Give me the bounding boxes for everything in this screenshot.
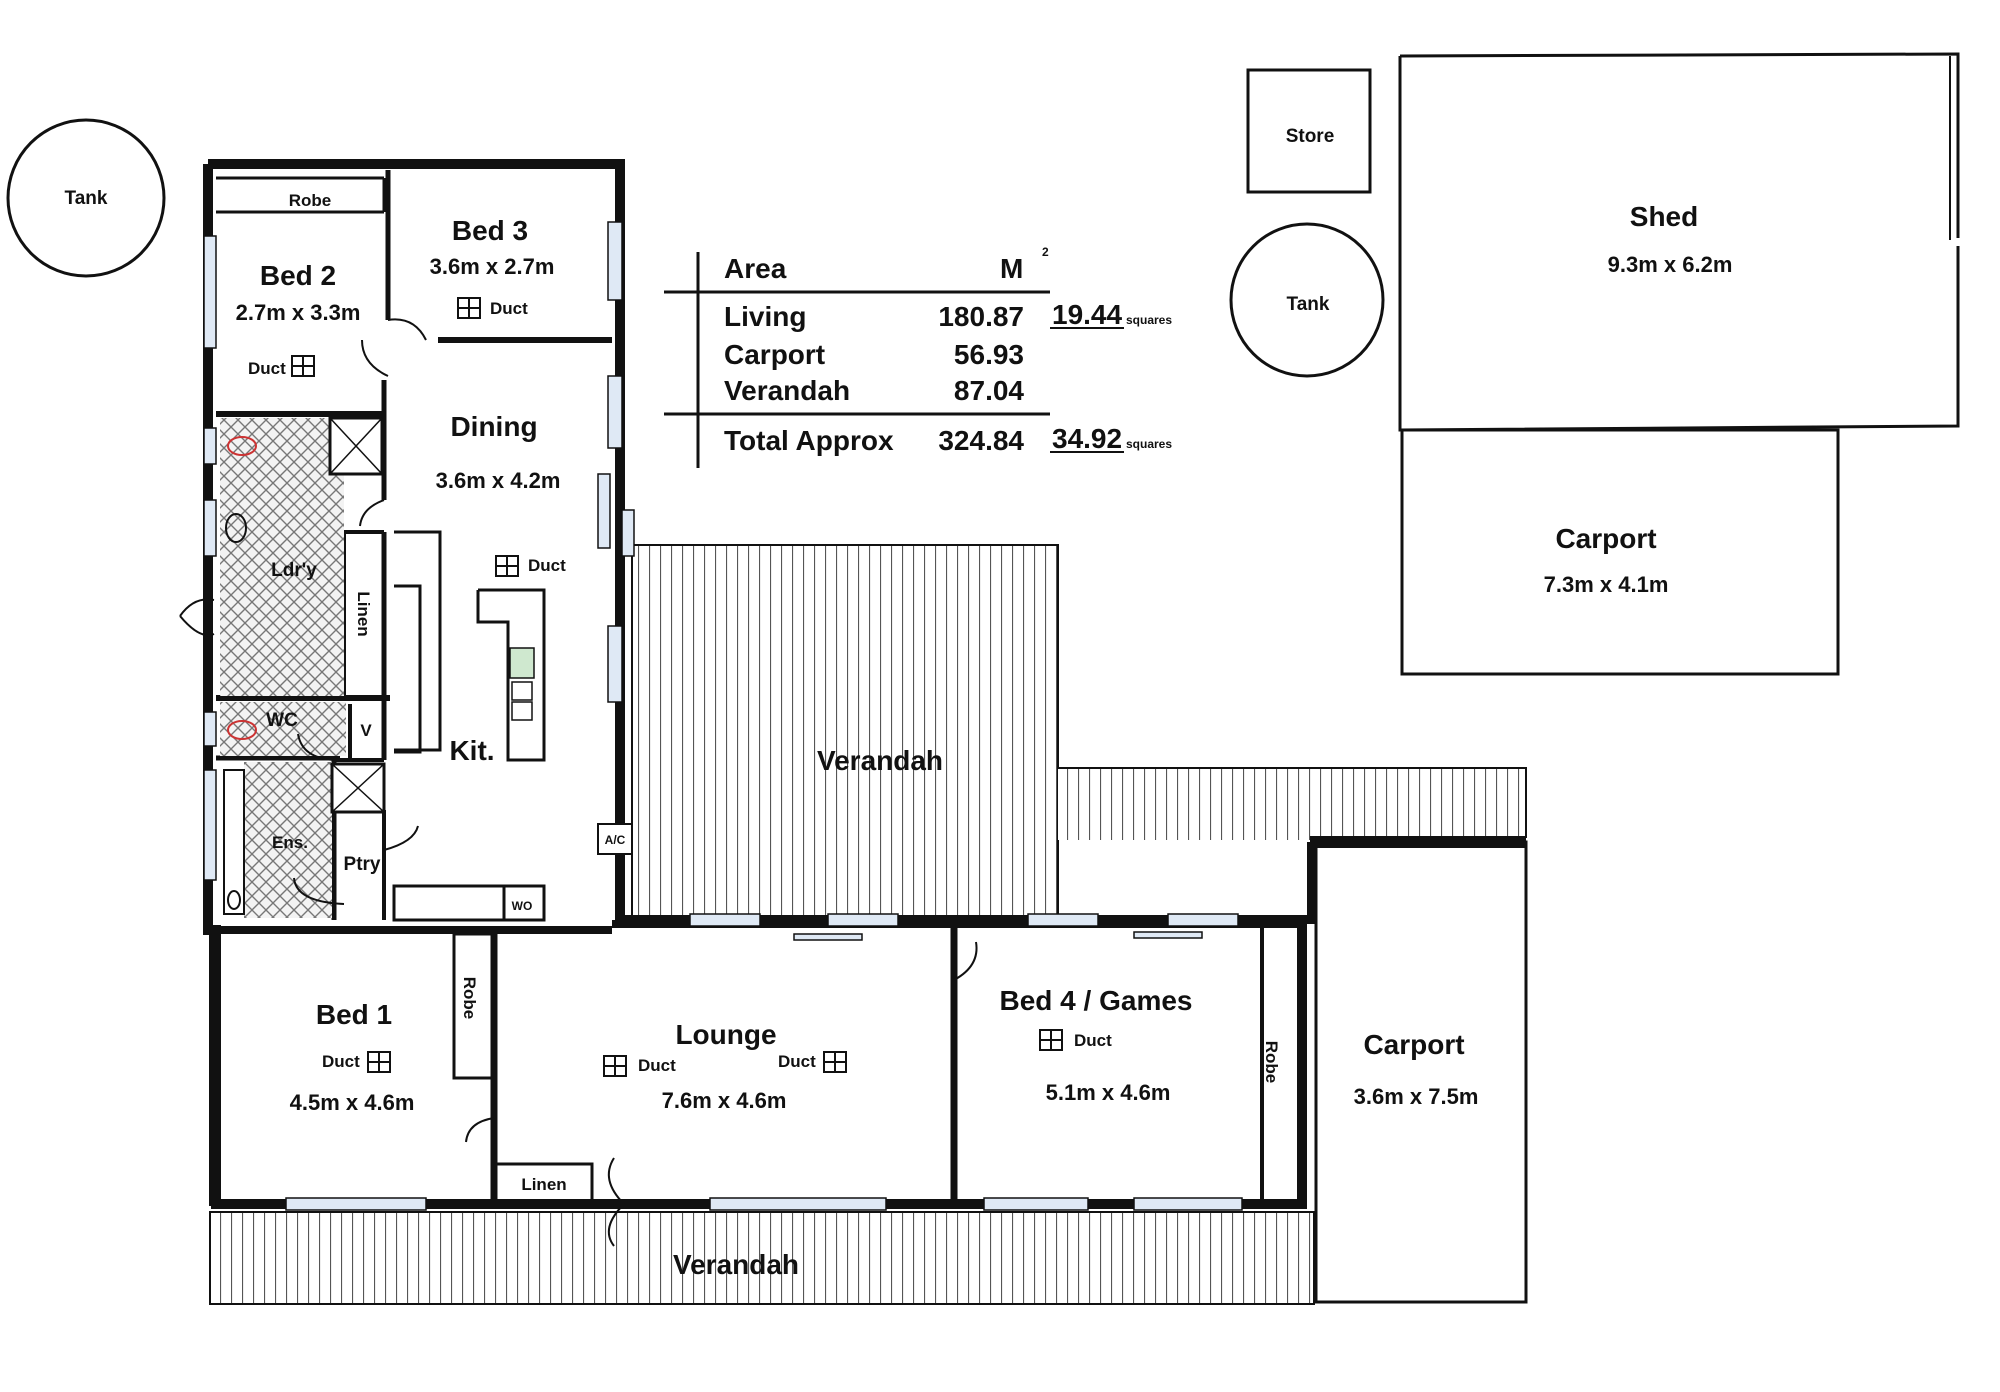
- duct-icon: [291, 355, 315, 377]
- area-unit-sup: 2: [1042, 245, 1049, 259]
- carport-top-name: Carport: [1555, 523, 1656, 554]
- kitchen-ac-label: A/C: [605, 833, 626, 847]
- carport-right-name: Carport: [1363, 1029, 1464, 1060]
- linen-upper-name: Linen: [354, 591, 373, 636]
- area-unit: M: [1000, 253, 1023, 284]
- duct-icon: [367, 1051, 391, 1073]
- lounge-duct-right-label: Duct: [778, 1052, 816, 1071]
- verandah-lower-area: [209, 1211, 1315, 1305]
- area-total-squares: 34.92: [1052, 423, 1122, 454]
- carport-top-dims: 7.3m x 4.1m: [1544, 572, 1669, 597]
- store-name: Store: [1286, 126, 1335, 147]
- lounge-dims: 7.6m x 4.6m: [662, 1088, 787, 1113]
- bed4-name: Bed 4 / Games: [1000, 985, 1193, 1016]
- dining-duct-label: Duct: [528, 556, 566, 575]
- area-row-label: Living: [724, 301, 806, 332]
- verandah-upper-name: Verandah: [817, 745, 943, 776]
- kitchen-wo-label: WO: [512, 899, 533, 913]
- bed3-duct-label: Duct: [490, 299, 528, 318]
- bed2-dims: 2.7m x 3.3m: [236, 300, 361, 325]
- bed1-name: Bed 1: [316, 999, 392, 1030]
- bed3-dims: 3.6m x 2.7m: [430, 254, 555, 279]
- tank-left-name: Tank: [65, 188, 108, 209]
- bed2-name: Bed 2: [260, 260, 336, 291]
- duct-icon: [1039, 1029, 1063, 1051]
- bed1-robe-label: Robe: [460, 977, 479, 1020]
- bed1-duct-label: Duct: [322, 1052, 360, 1071]
- verandah-upper-area: [631, 544, 1527, 918]
- wc-v-label: V: [360, 721, 372, 740]
- shed-name: Shed: [1630, 201, 1698, 232]
- tank-right-name: Tank: [1287, 294, 1330, 315]
- kitchen-name: Kit.: [449, 735, 494, 766]
- duct-icon: [823, 1051, 847, 1073]
- wc-name: WC: [266, 710, 298, 731]
- area-header: Area: [724, 253, 787, 284]
- windows: [203, 221, 1243, 1211]
- verandah-lower-name: Verandah: [673, 1249, 799, 1280]
- lounge-duct-left-label: Duct: [638, 1056, 676, 1075]
- bed1-dims: 4.5m x 4.6m: [290, 1090, 415, 1115]
- area-row-label: Carport: [724, 339, 825, 370]
- shed-dims: 9.3m x 6.2m: [1608, 252, 1733, 277]
- bed2-robe-label: Robe: [289, 191, 332, 210]
- outbuildings: [6, 52, 1960, 676]
- area-row-value: 180.87: [938, 301, 1024, 332]
- area-row-squares: 19.44: [1052, 299, 1122, 330]
- area-total-value: 324.84: [938, 425, 1024, 456]
- room-labels: Robe Bed 2 2.7m x 3.3m Duct Bed 3 3.6m x…: [65, 126, 1733, 1280]
- area-row-squares-unit: squares: [1126, 313, 1172, 327]
- laundry-name: Ldr'y: [271, 560, 317, 581]
- pantry-name: Ptry: [344, 854, 381, 875]
- bed4-duct-label: Duct: [1074, 1031, 1112, 1050]
- duct-icon: [457, 297, 481, 319]
- lounge-name: Lounge: [675, 1019, 776, 1050]
- bed3-name: Bed 3: [452, 215, 528, 246]
- duct-icons: [291, 297, 1063, 1077]
- duct-icon: [495, 555, 519, 577]
- area-table: Area M 2 Living 180.87 19.44 squares Car…: [664, 245, 1172, 468]
- area-row-value: 87.04: [954, 375, 1024, 406]
- bed4-dims: 5.1m x 4.6m: [1046, 1080, 1171, 1105]
- dining-dims: 3.6m x 4.2m: [436, 468, 561, 493]
- bed4-robe-label: Robe: [1262, 1041, 1281, 1084]
- area-total-label: Total Approx: [724, 425, 894, 456]
- carport-right-dims: 3.6m x 7.5m: [1354, 1084, 1479, 1109]
- area-row-label: Verandah: [724, 375, 850, 406]
- dining-name: Dining: [450, 411, 537, 442]
- linen-lower-name: Linen: [521, 1175, 566, 1194]
- bed2-duct-label: Duct: [248, 359, 286, 378]
- area-total-squares-unit: squares: [1126, 437, 1172, 451]
- wet-area-tiles: [220, 416, 535, 918]
- area-row-value: 56.93: [954, 339, 1024, 370]
- duct-icon: [603, 1055, 627, 1077]
- ensuite-name: Ens.: [272, 833, 308, 852]
